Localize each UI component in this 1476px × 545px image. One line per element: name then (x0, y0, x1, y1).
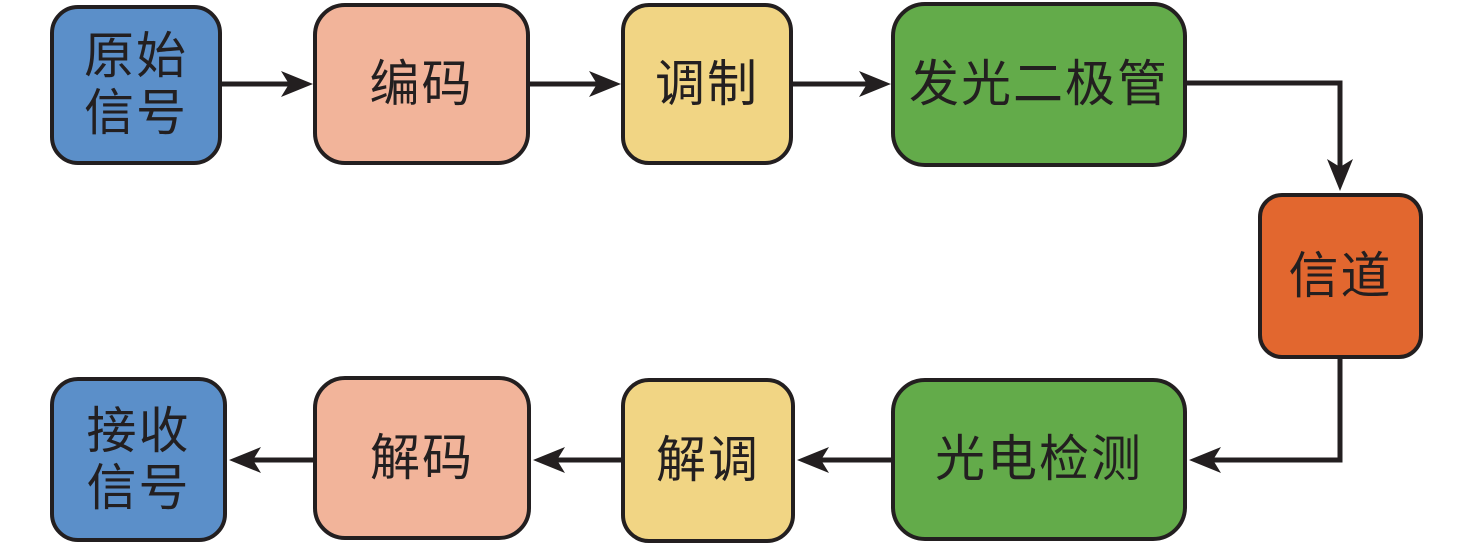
node-label-line: 发光二极管 (909, 55, 1169, 113)
node-demodulate: 解调 (621, 378, 795, 543)
node-encode: 编码 (313, 3, 530, 165)
node-label-line: 解码 (370, 428, 474, 487)
node-original-signal: 原始 信号 (50, 5, 222, 165)
node-label-line: 解调 (656, 431, 760, 489)
node-label-line: 编码 (369, 54, 474, 113)
node-received-signal: 接收 信号 (50, 377, 227, 542)
edge-encode-to-modulate (530, 71, 621, 97)
node-label-line: 接收 (86, 401, 191, 460)
edge-photodetect-to-demodulate (797, 447, 891, 473)
node-label-line: 光电检测 (935, 430, 1143, 488)
node-label-line: 调制 (655, 54, 759, 113)
edge-original-to-encode (222, 71, 313, 97)
edge-demodulate-to-decode (533, 447, 621, 473)
edge-led-to-channel (1187, 80, 1353, 191)
node-label-line: 原始 (84, 27, 188, 85)
node-modulate: 调制 (621, 3, 793, 165)
edge-channel-to-photodetect (1189, 357, 1343, 473)
node-channel: 信道 (1258, 193, 1423, 359)
edge-decode-to-received (229, 447, 313, 473)
node-label-line: 信道 (1288, 246, 1393, 305)
node-label-line: 信号 (84, 84, 188, 142)
node-decode: 解码 (313, 376, 531, 540)
node-photodetect: 光电检测 (891, 378, 1187, 541)
node-led: 发光二极管 (891, 2, 1187, 167)
node-label-line: 信号 (86, 458, 191, 517)
edge-modulate-to-led (793, 71, 891, 97)
